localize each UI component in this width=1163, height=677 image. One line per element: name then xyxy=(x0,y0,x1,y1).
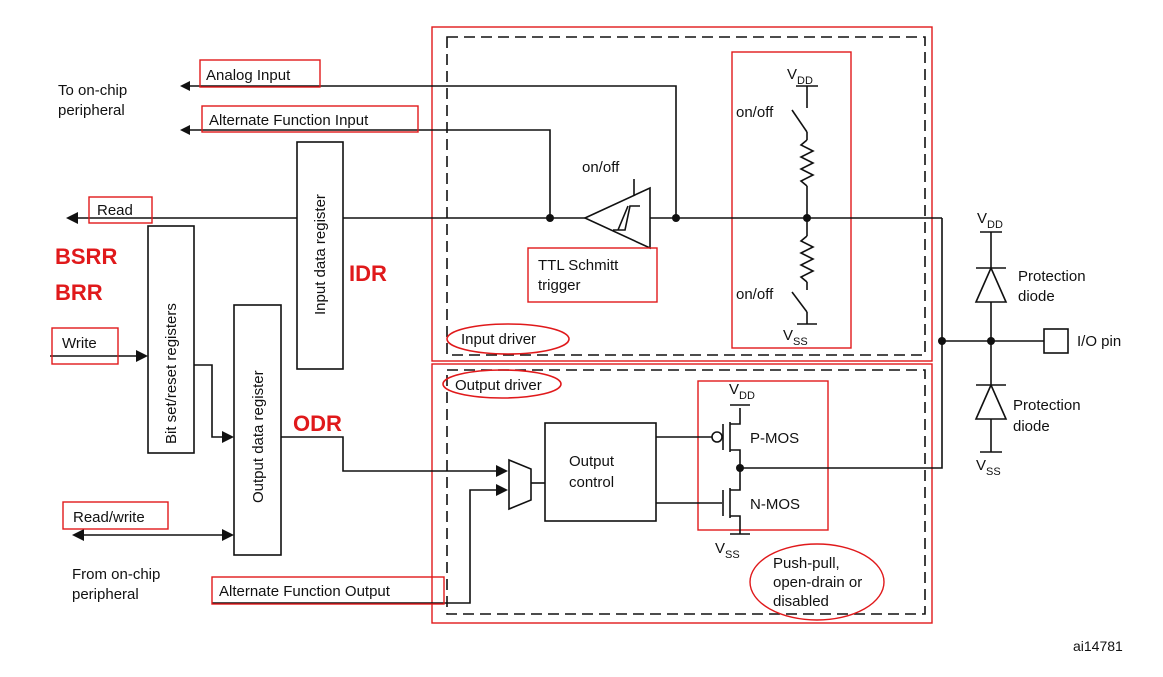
read-arrow xyxy=(66,212,78,224)
from-on-chip-label-2: peripheral xyxy=(72,586,139,603)
ttl-schmitt-label-2: trigger xyxy=(538,277,581,294)
on-off-top-label: on/off xyxy=(736,104,774,121)
protection-diode-bottom-label-2: diode xyxy=(1013,418,1050,435)
output-control-label-2: control xyxy=(569,474,614,491)
schmitt-trigger-symbol xyxy=(583,186,651,250)
output-driver-circle xyxy=(442,369,562,399)
output-data-register-label: Output data register xyxy=(250,370,267,503)
bit-set-reset-label: Bit set/reset registers xyxy=(163,303,180,444)
to-on-chip-label: To on-chip xyxy=(58,82,127,99)
output-to-pin-wire xyxy=(740,218,943,469)
read-write-label: Read/write xyxy=(73,509,145,526)
from-on-chip-label: From on-chip xyxy=(72,566,160,583)
input-data-register-label: Input data register xyxy=(312,194,329,315)
protection-diode-bottom-label: Protection xyxy=(1013,397,1081,414)
output-control-block xyxy=(544,422,657,522)
vdd-label-mos: VDD xyxy=(729,381,755,402)
bsrr-annotation: BSRR xyxy=(55,244,117,269)
input-driver-label: Input driver xyxy=(461,331,536,348)
write-label: Write xyxy=(62,335,97,352)
odr-to-mux-wire xyxy=(281,436,500,472)
on-off-bottom-label: on/off xyxy=(736,286,774,303)
vdd-label-pullup: VDD xyxy=(787,66,813,87)
output-control-label: Output xyxy=(569,453,615,470)
schmitt-on-off-label: on/off xyxy=(582,159,620,176)
output-mode-label-3: disabled xyxy=(773,593,829,610)
p-mos-label: P-MOS xyxy=(750,430,799,447)
analog-input-label: Analog Input xyxy=(206,67,291,84)
analog-input-frame xyxy=(199,59,321,88)
protection-diode-top-label-2: diode xyxy=(1018,288,1055,305)
nmos-source xyxy=(730,515,741,534)
pullup-resistor xyxy=(799,139,815,187)
bsr-to-odr-arrow xyxy=(222,431,234,443)
vdd-label-diode: VDD xyxy=(977,210,1003,231)
alt-input-wire xyxy=(186,129,551,218)
write-frame xyxy=(51,327,119,365)
alt-output-arrow xyxy=(496,484,508,496)
hysteresis-icon-2 xyxy=(617,205,629,231)
protection-diode-bottom xyxy=(974,383,1008,420)
output-driver-label: Output driver xyxy=(455,377,542,394)
vss-label-mos: VSS xyxy=(715,540,740,561)
io-pin-label: I/O pin xyxy=(1077,333,1121,350)
idr-annotation: IDR xyxy=(349,261,387,286)
write-arrow xyxy=(136,350,148,362)
output-data-register xyxy=(233,304,282,556)
alt-output-wire xyxy=(212,489,500,604)
pullup-switch xyxy=(791,109,808,133)
read-write-arrow-left xyxy=(72,529,84,541)
figure-id: ai14781 xyxy=(1073,638,1123,654)
junction-dot xyxy=(546,214,554,222)
alt-input-label: Alternate Function Input xyxy=(209,112,369,129)
alt-input-arrow xyxy=(180,125,190,135)
io-pin-pad xyxy=(1043,328,1069,354)
analog-input-arrow xyxy=(180,81,190,91)
bsr-to-odr-wire xyxy=(194,364,226,438)
brr-annotation: BRR xyxy=(55,280,103,305)
read-write-frame xyxy=(62,501,169,530)
pulldown-switch xyxy=(791,291,808,313)
pull-resistor-frame xyxy=(731,51,852,349)
alt-output-frame xyxy=(211,576,445,605)
input-driver-dashed xyxy=(446,36,926,356)
pmos-gate-bubble xyxy=(711,431,723,443)
output-driver-dashed xyxy=(446,369,926,615)
n-mos-label: N-MOS xyxy=(750,496,800,513)
bit-set-reset-registers xyxy=(147,225,195,454)
ttl-schmitt-label-frame xyxy=(527,247,658,303)
protection-diode-top xyxy=(974,266,1008,303)
output-mode-label: Push-pull, xyxy=(773,555,840,572)
pmos-source xyxy=(730,408,741,425)
output-driver-frame xyxy=(431,363,933,624)
output-mode-label-2: open-drain or xyxy=(773,574,862,591)
analog-input-wire xyxy=(186,85,677,218)
input-driver-circle xyxy=(446,323,570,355)
odr-to-mux-arrow xyxy=(496,465,508,477)
mos-frame xyxy=(697,380,829,531)
alt-input-frame xyxy=(201,105,419,133)
vss-label-pulldown: VSS xyxy=(783,327,808,348)
to-on-chip-label-2: peripheral xyxy=(58,102,125,119)
ttl-schmitt-label: TTL Schmitt xyxy=(538,257,619,274)
input-driver-frame xyxy=(431,26,933,362)
output-mux xyxy=(508,458,532,511)
odr-annotation: ODR xyxy=(293,411,342,436)
nmos-drain xyxy=(730,468,741,491)
pulldown-resistor xyxy=(799,235,815,283)
vss-label-diode: VSS xyxy=(976,457,1001,478)
output-mode-circle xyxy=(749,543,885,621)
input-data-register xyxy=(296,141,344,370)
hysteresis-icon xyxy=(613,205,640,231)
read-label: Read xyxy=(97,202,133,219)
protection-diode-top-label: Protection xyxy=(1018,268,1086,285)
junction-dot xyxy=(672,214,680,222)
read-frame xyxy=(88,196,153,224)
pmos-drain xyxy=(730,449,741,468)
alt-output-label: Alternate Function Output xyxy=(219,583,391,600)
read-write-arrow-right xyxy=(222,529,234,541)
